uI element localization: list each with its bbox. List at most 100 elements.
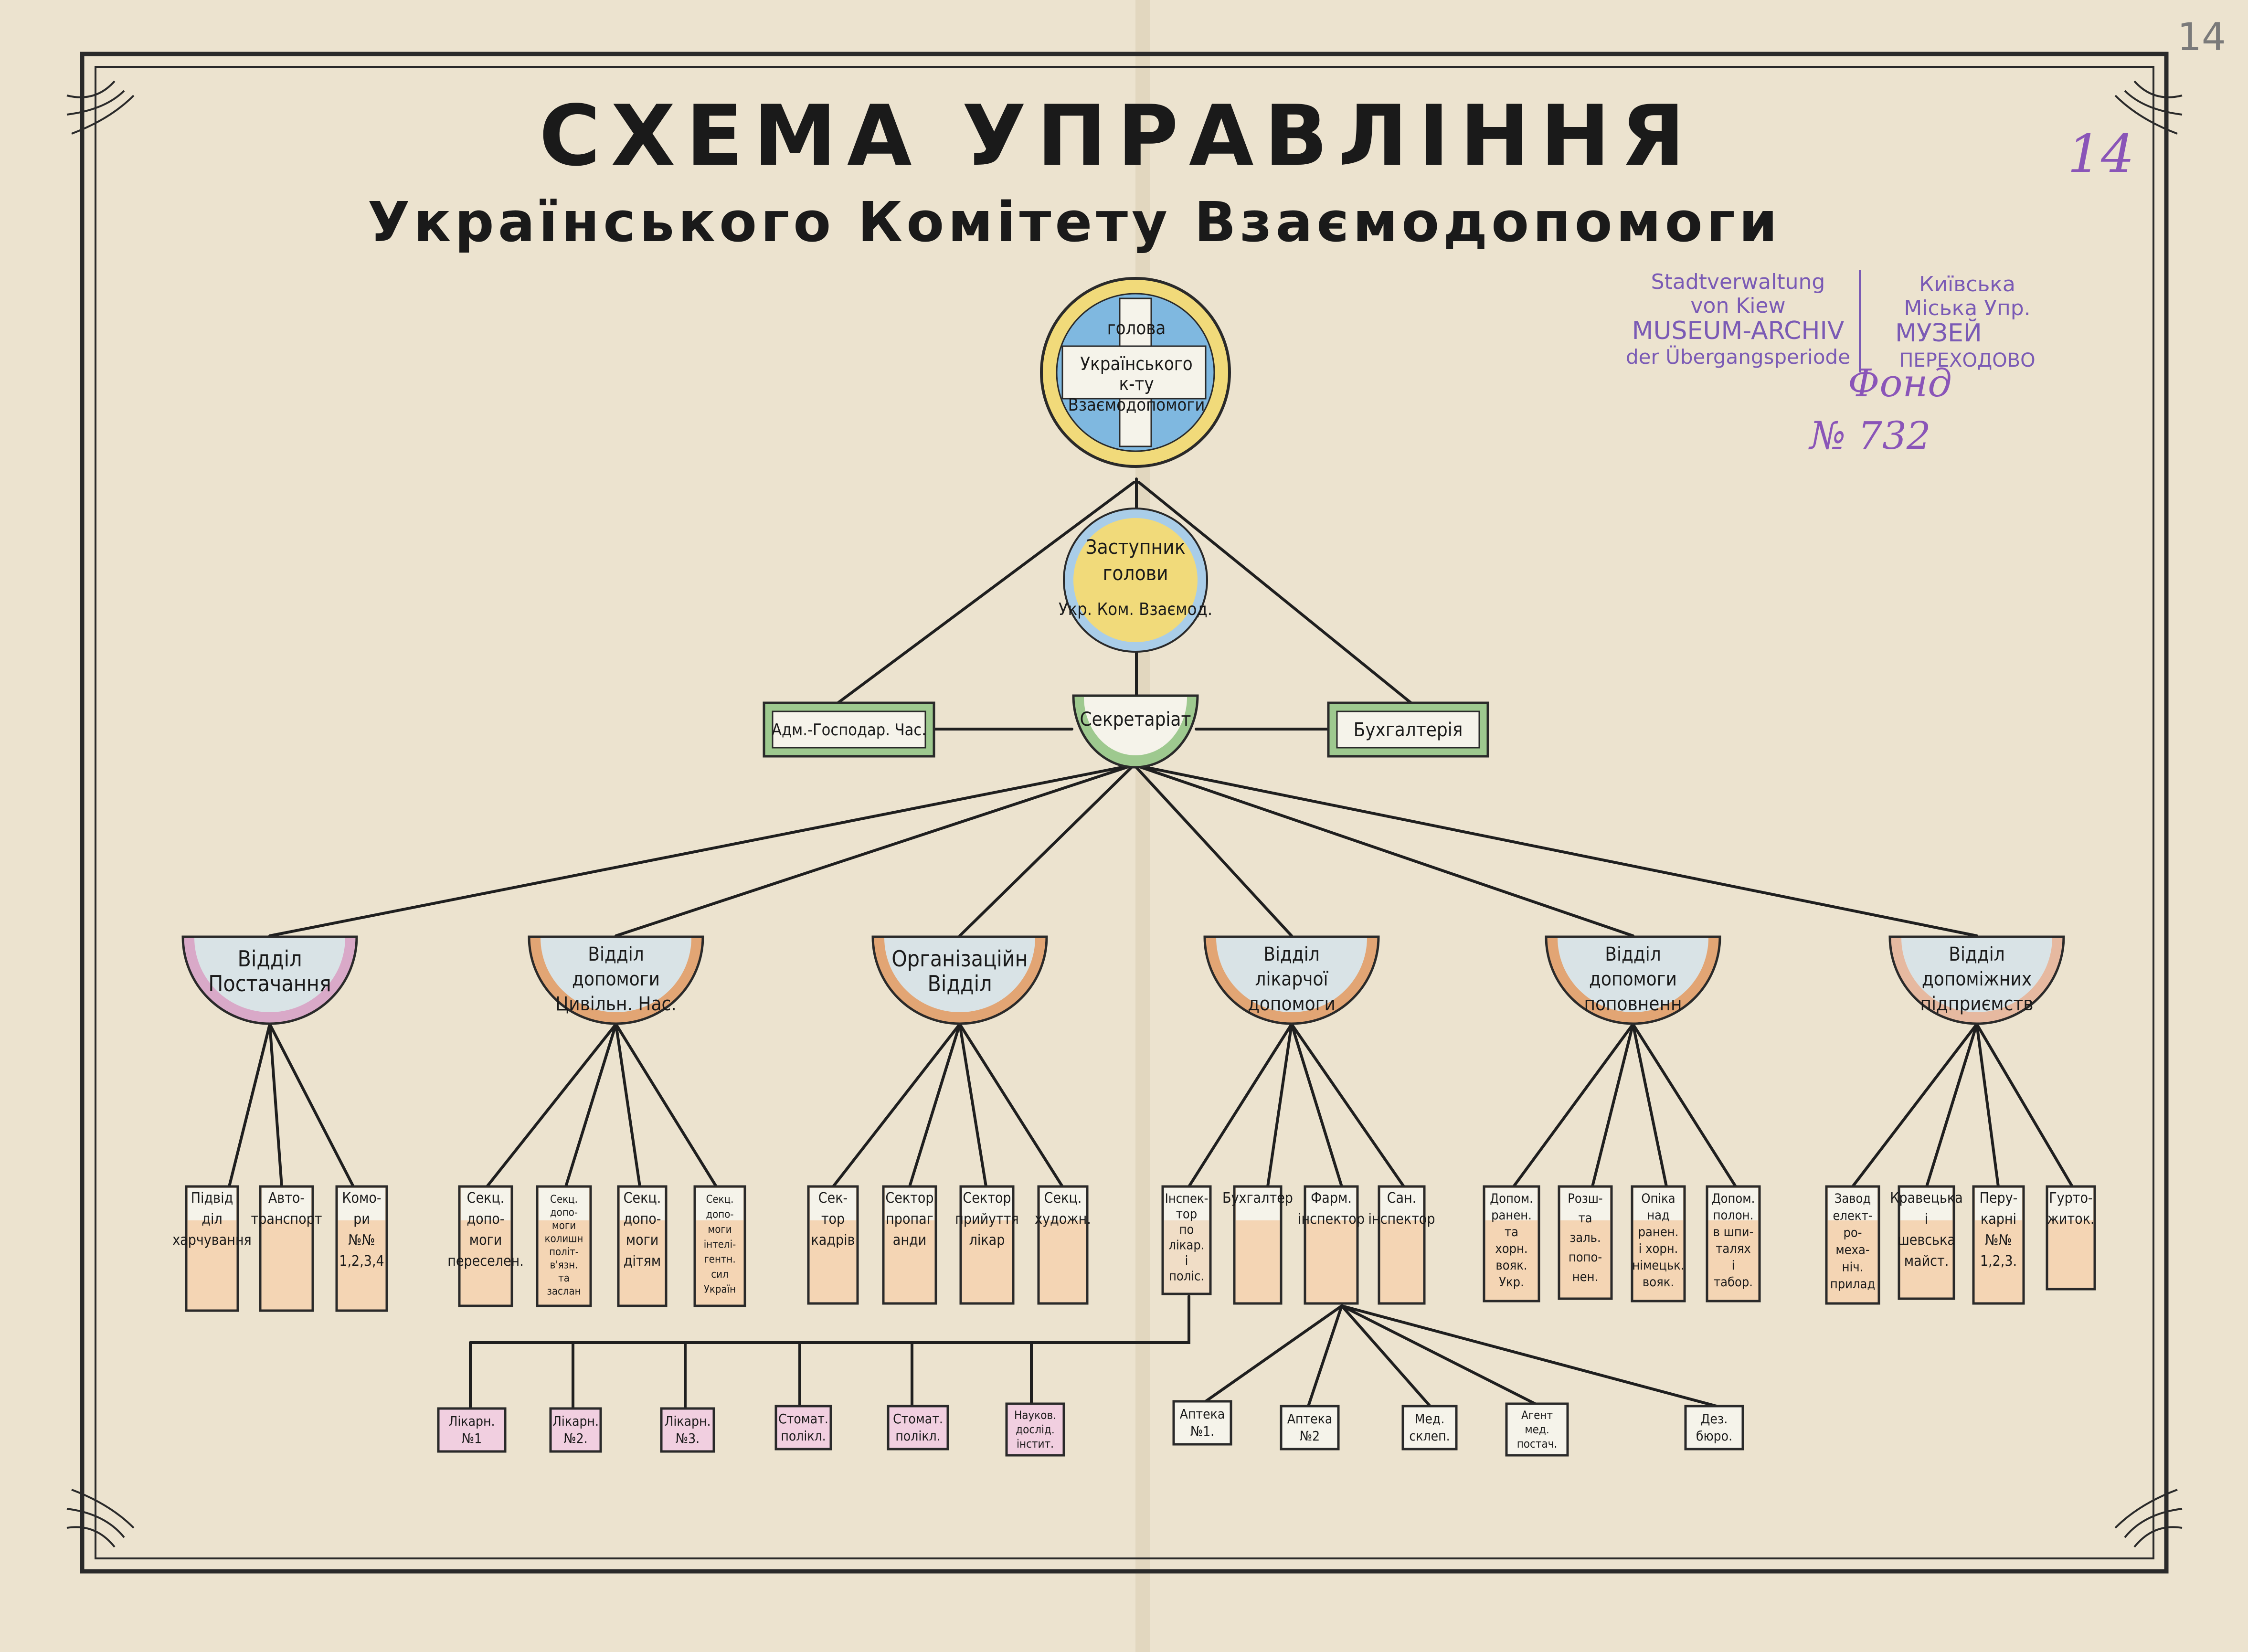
facility-4-line-1: Стомат. <box>778 1411 828 1427</box>
sub-unit-5-line-5: політ- <box>549 1246 579 1258</box>
sub-unit-16-line-5: вояк. <box>1495 1258 1527 1273</box>
facility-1-line-1: Лікарн. <box>448 1413 495 1429</box>
link-dept3-unit8 <box>832 1023 961 1188</box>
sub-unit-7-line-2: допо- <box>706 1208 734 1220</box>
link-dept2-unit6 <box>615 1023 641 1188</box>
facility-10-line-1: Агент <box>1521 1408 1553 1422</box>
sub-unit-21-line-1: Кравецька <box>1890 1190 1962 1207</box>
sub-unit-17-line-1: Розш- <box>1568 1191 1602 1206</box>
sub-unit-10-line-1: Сектор <box>963 1190 1011 1207</box>
sub-unit-7-line-5: гентн. <box>704 1254 735 1266</box>
facility-6-line-2: дослід. <box>1016 1423 1055 1436</box>
sub-unit-18-line-5: німецьк. <box>1632 1258 1684 1273</box>
sub-unit-1-line-3: харчування <box>172 1232 252 1249</box>
department-3-line-1: Організаційн <box>891 946 1028 972</box>
head-line-3: к-ту <box>1119 373 1154 394</box>
deputy-line-1: Заступник <box>1085 535 1185 559</box>
link-secretariat-dept-4 <box>1133 763 1293 937</box>
paper-fold-shadow <box>1135 0 1150 1652</box>
sub-unit-18-line-2: над <box>1647 1208 1670 1223</box>
sub-unit-2-line-1: Авто- <box>268 1190 305 1207</box>
stamp-ua-line1: Київська <box>1919 272 2015 297</box>
sub-unit-5-line-2: допо- <box>550 1207 578 1219</box>
link-dept3-unit11 <box>958 1023 1064 1188</box>
link-dept2-unit5 <box>564 1023 617 1188</box>
link-secretariat-dept-1 <box>268 763 1135 937</box>
stamp-de-line2: von Kiew <box>1691 294 1786 318</box>
deputy-line-3: Укр. Ком. Взаємод. <box>1059 600 1212 619</box>
department-4-line-2: лікарчої <box>1255 968 1329 990</box>
sub-unit-7-line-1: Секц. <box>706 1194 734 1206</box>
title-line2: Українського Комітету Взаємодопомоги <box>368 191 1781 254</box>
sub-unit-20-line-4: меха- <box>1835 1243 1869 1258</box>
sub-unit-9-line-3: анди <box>893 1232 926 1249</box>
link-pharm-fac8 <box>1307 1304 1343 1408</box>
sub-unit-18-line-6: вояк. <box>1643 1275 1674 1290</box>
sub-unit-19-line-5: і <box>1732 1258 1735 1273</box>
sub-unit-18-line-4: і хорн. <box>1639 1241 1678 1256</box>
sub-unit-19-line-1: Допом. <box>1712 1191 1755 1206</box>
facility-10-line-2: мед. <box>1525 1423 1549 1436</box>
link-pharm-fac11 <box>1340 1304 1718 1408</box>
facility-3-line-2: №3. <box>676 1430 700 1446</box>
link-pharm-fac9 <box>1340 1304 1432 1408</box>
page-number-ink: 14 <box>2068 123 2134 184</box>
sub-unit-19-line-4: талях <box>1716 1241 1751 1256</box>
sub-unit-10-line-2: прийуття <box>955 1211 1019 1228</box>
facility-1: Лікарн.№1 <box>437 1407 507 1453</box>
facility-4: Стомат.полікл. <box>774 1405 832 1451</box>
sub-unit-16-line-6: Укр. <box>1499 1275 1524 1290</box>
stamp-ua-line3: МУЗЕЙ <box>1895 318 1982 348</box>
sub-unit-22-line-3: №№ <box>1985 1232 2012 1249</box>
sub-unit-4-line-3: моги <box>469 1232 502 1249</box>
sub-unit-21-line-3: шевська <box>1898 1232 1955 1249</box>
sub-unit-19-line-2: полон. <box>1713 1208 1754 1223</box>
sub-unit-13-line-1: Бухгалтер <box>1222 1190 1293 1207</box>
facility-5-line-1: Стомат. <box>893 1411 943 1427</box>
facility-6-line-1: Науков. <box>1014 1408 1056 1422</box>
sub-unit-4-line-2: допо- <box>467 1211 504 1228</box>
facility-8-line-2: №2 <box>1300 1428 1320 1444</box>
facility-9-line-1: Мед. <box>1415 1411 1445 1427</box>
stamp-ua-line2: Міська Упр. <box>1904 296 2030 320</box>
sub-unit-20-line-5: ніч. <box>1842 1260 1864 1274</box>
sub-unit-3-line-2: ри <box>353 1211 370 1228</box>
department-6-line-2: допоміжних <box>1922 968 2032 990</box>
stamp-ink-line1: Фонд <box>1848 361 1952 405</box>
sub-unit-21-line-2: і <box>1925 1211 1929 1228</box>
stamp-ink-line2: № 732 <box>1808 413 1931 458</box>
sub-unit-2: Авто-транспорт <box>251 1185 322 1312</box>
sub-unit-19-line-3: в шпи- <box>1713 1225 1754 1239</box>
stamp-de-line3: MUSEUM-ARCHIV <box>1632 317 1845 345</box>
department-2-line-2: допомоги <box>572 968 660 990</box>
node-admin-economic: Адм.-Господар. Час. <box>763 701 935 758</box>
sub-unit-14-line-2: інспектор <box>1298 1211 1365 1228</box>
sub-unit-13: Бухгалтер <box>1222 1185 1293 1305</box>
head-line-2: Українського <box>1080 353 1192 374</box>
corner-ornament-bl <box>66 1489 135 1548</box>
sub-unit-3-line-3: №№ <box>348 1232 375 1249</box>
department-5-line-2: допомоги <box>1589 968 1677 990</box>
stamp-de-line4: der Übergangsperiode <box>1626 345 1850 369</box>
node-secretariat: Секретаріат <box>1072 694 1199 769</box>
sub-unit-7-line-7: Україн <box>704 1284 736 1296</box>
sub-unit-6-line-2: допо- <box>623 1211 661 1228</box>
facility-6-line-3: інстит. <box>1017 1437 1054 1451</box>
sub-unit-4-line-1: Секц. <box>467 1190 505 1207</box>
link-dept5-unit17 <box>1591 1023 1634 1188</box>
corner-ornament-br <box>2114 1489 2183 1548</box>
sub-unit-5-line-4: колишн <box>545 1233 583 1245</box>
sub-units-layer: ПідвідділхарчуванняАвто-транспортКомо-ри… <box>172 1185 2096 1312</box>
link-pharm-fac10 <box>1340 1304 1537 1405</box>
